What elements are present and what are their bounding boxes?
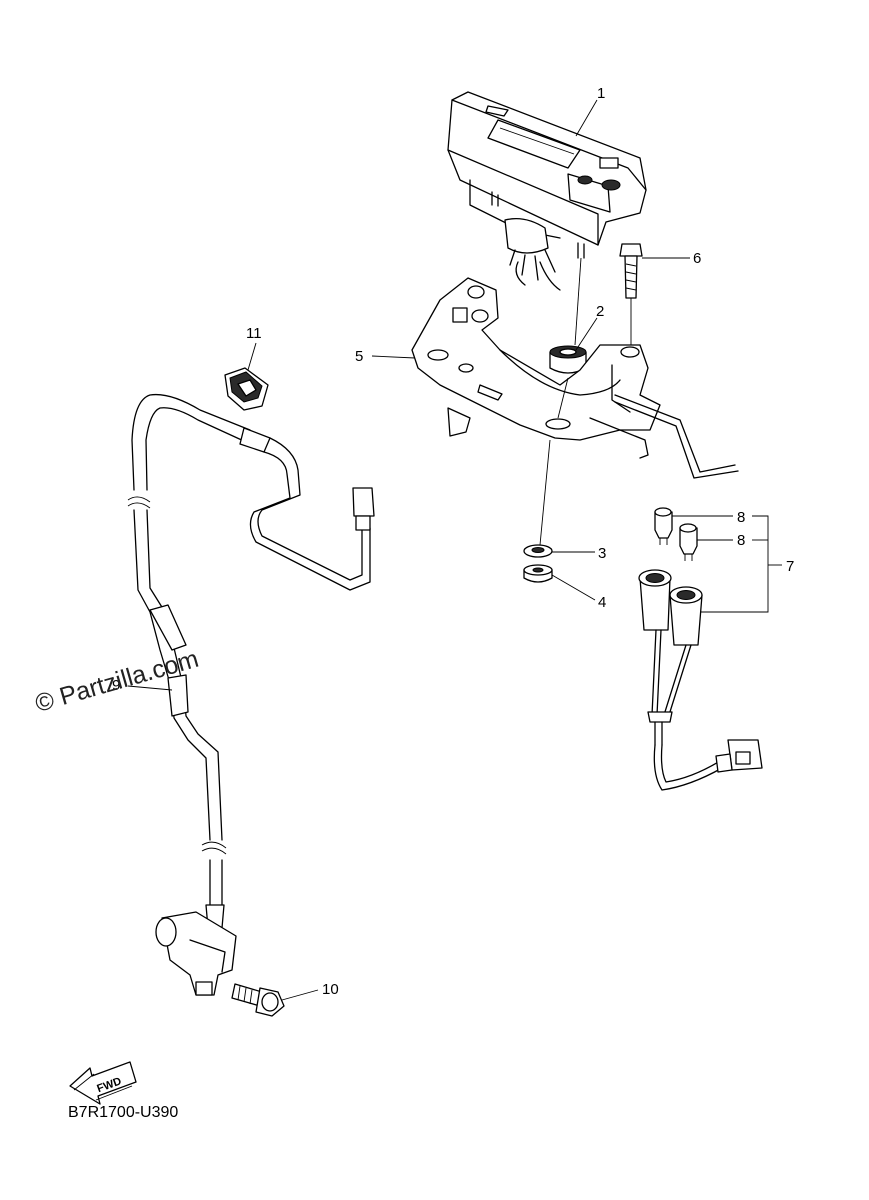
bulb-8a[interactable] [654,507,673,545]
bracket-5[interactable] [411,277,739,479]
callout-1: 1 [597,85,605,102]
callout-8a: 8 [737,509,745,526]
callout-6: 6 [693,250,701,267]
bolt-10[interactable] [231,983,285,1017]
leader-lines [127,99,782,1001]
meter-assembly[interactable] [447,91,647,291]
callout-labels: 1 2 3 4 5 6 7 8 8 9 10 11 [112,85,794,998]
nut-4[interactable] [523,564,553,583]
clamp-11[interactable] [224,367,269,411]
callout-10: 10 [322,981,339,998]
callout-7: 7 [786,558,794,575]
callout-8b: 8 [737,532,745,549]
bolt-6[interactable] [619,243,643,299]
bulb-8b[interactable] [679,523,698,561]
callout-11: 11 [246,325,262,342]
callout-5: 5 [355,348,363,365]
grommet-2[interactable] [549,345,587,374]
fwd-arrow: FWD [69,1061,137,1105]
socket-assembly-7[interactable] [638,569,763,791]
washer-3[interactable] [523,544,553,558]
callout-9: 9 [112,677,120,694]
document-code: B7R1700-U390 [68,1104,179,1121]
callout-3: 3 [598,545,606,562]
alignment-lines [539,257,632,546]
callout-4: 4 [598,594,606,611]
sensor-lead-9[interactable] [127,393,375,996]
callout-2: 2 [596,303,604,320]
